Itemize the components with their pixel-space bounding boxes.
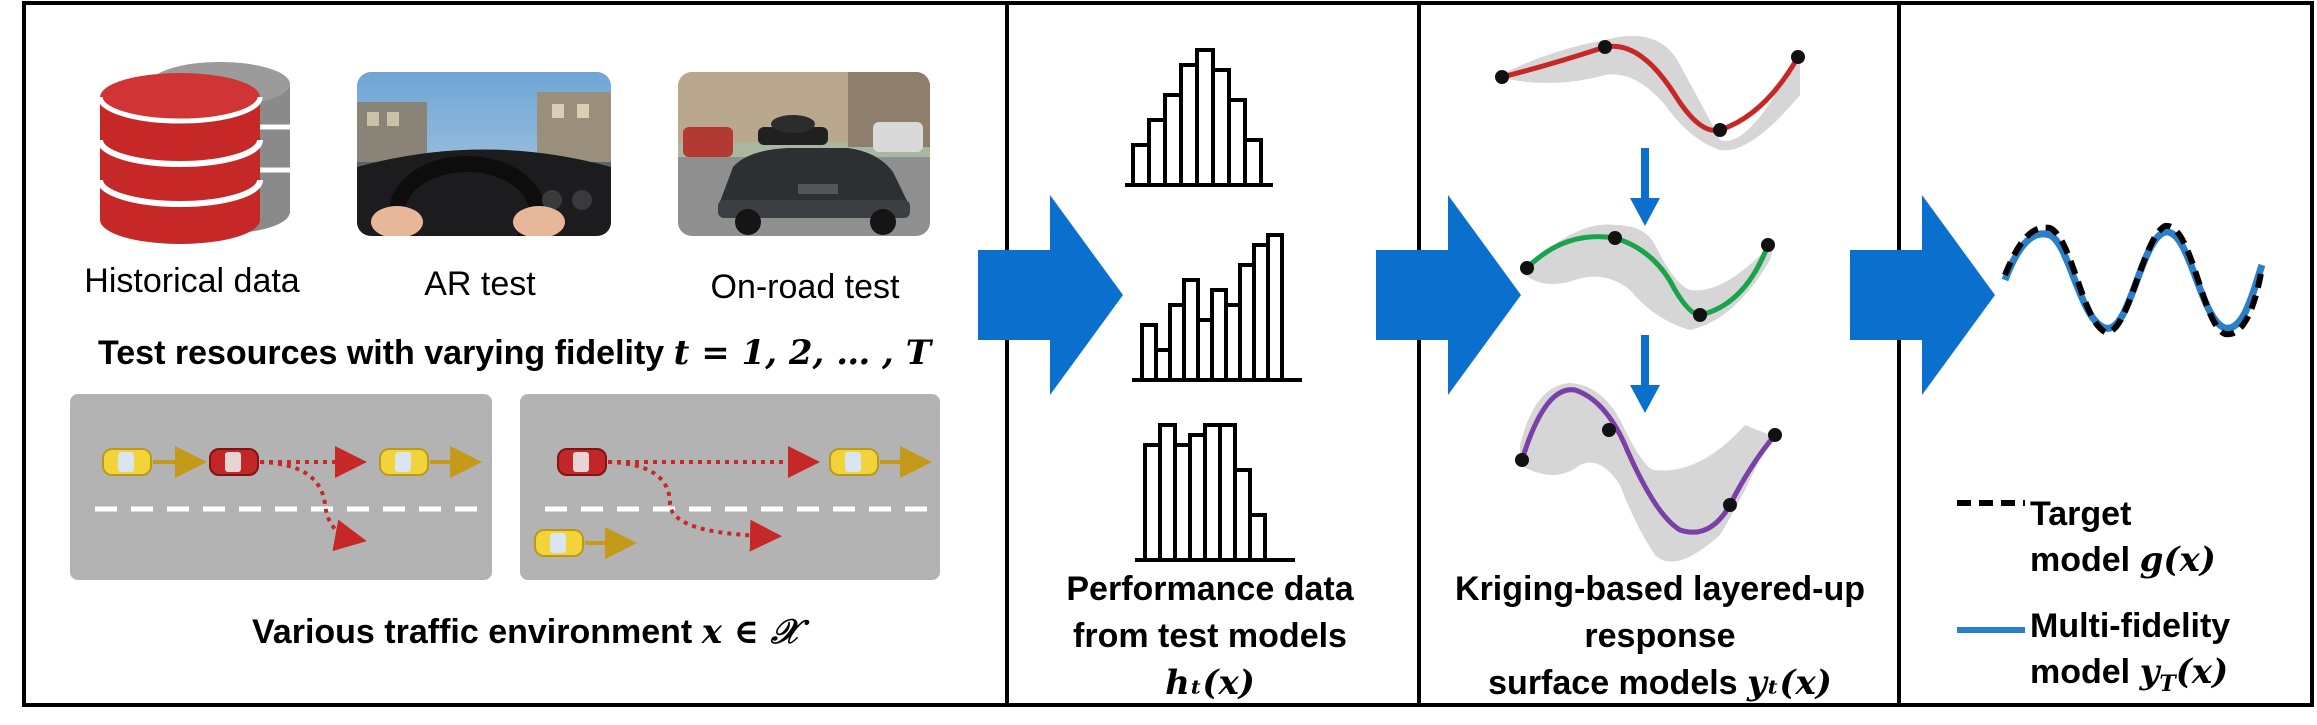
source-label-historical: Historical data <box>84 262 300 300</box>
traffic-scenario-2 <box>520 394 940 580</box>
down-arrow-2 <box>1630 335 1660 413</box>
legend-multifidelity-line2: model yT(x) <box>2030 652 2228 697</box>
environment-caption: Various traffic environment x ∈ 𝒳 <box>252 612 800 652</box>
legend-target-line1: Target <box>2030 495 2132 533</box>
legend-target-line2-text: model <box>2030 541 2131 579</box>
down-arrow-1 <box>1630 148 1660 226</box>
legend-target-swatch <box>1957 500 2025 506</box>
environment-caption-text: Various traffic environment <box>252 613 693 651</box>
resources-heading: Test resources with varying fidelity t =… <box>98 333 931 373</box>
kriging-caption-line2: response <box>1584 617 1736 655</box>
traffic-scenario-1 <box>70 394 492 580</box>
histogram-3 <box>1135 423 1295 562</box>
scenario-2-diagram <box>534 446 932 559</box>
source-label-onroad: On-road test <box>710 268 900 306</box>
resources-heading-math: t = 1, 2, … , T <box>673 333 932 373</box>
histogram-2 <box>1132 233 1302 382</box>
kriging-caption-line3: surface models yₜ(x) <box>1425 663 1895 703</box>
database-icon <box>97 62 290 244</box>
legend-multifidelity-math-sub: T <box>2159 670 2176 697</box>
model-comparison-plot <box>2001 223 2266 338</box>
legend-multifidelity-math: yT(x) <box>2139 652 2229 697</box>
legend-target-math: g(x) <box>2139 540 2216 580</box>
resources-heading-text: Test resources with varying fidelity <box>98 334 665 372</box>
kriging-caption-line3-text: surface models <box>1488 664 1738 702</box>
flow-arrow-1 <box>978 195 1123 395</box>
histogram-1 <box>1125 48 1273 187</box>
legend-multifidelity-swatch <box>1957 627 2025 633</box>
kriging-caption-math: yₜ(x) <box>1747 663 1832 703</box>
performance-caption-math: hₜ(x) <box>1165 663 1255 703</box>
flow-arrow-2 <box>1376 195 1521 395</box>
source-label-ar: AR test <box>424 265 536 303</box>
flow-arrow-3 <box>1850 195 1995 395</box>
legend-target-line2: model g(x) <box>2030 540 2216 580</box>
ar-driving-photo <box>357 72 611 236</box>
performance-caption-line2: from test models <box>1073 617 1347 655</box>
kriging-layer-2 <box>1520 224 1775 330</box>
performance-caption-line1: Performance data <box>1066 570 1354 608</box>
kriging-layer-1 <box>1495 35 1805 151</box>
kriging-caption-line1: Kriging-based layered-up <box>1455 570 1865 608</box>
autonomous-car-photo <box>678 72 930 236</box>
scenario-1-diagram <box>95 446 482 552</box>
kriging-layer-3 <box>1515 383 1782 562</box>
environment-caption-math: x ∈ 𝒳 <box>701 612 801 652</box>
legend-multifidelity-line2-text: model <box>2030 653 2131 691</box>
legend-multifidelity-line1: Multi-fidelity <box>2030 607 2231 645</box>
